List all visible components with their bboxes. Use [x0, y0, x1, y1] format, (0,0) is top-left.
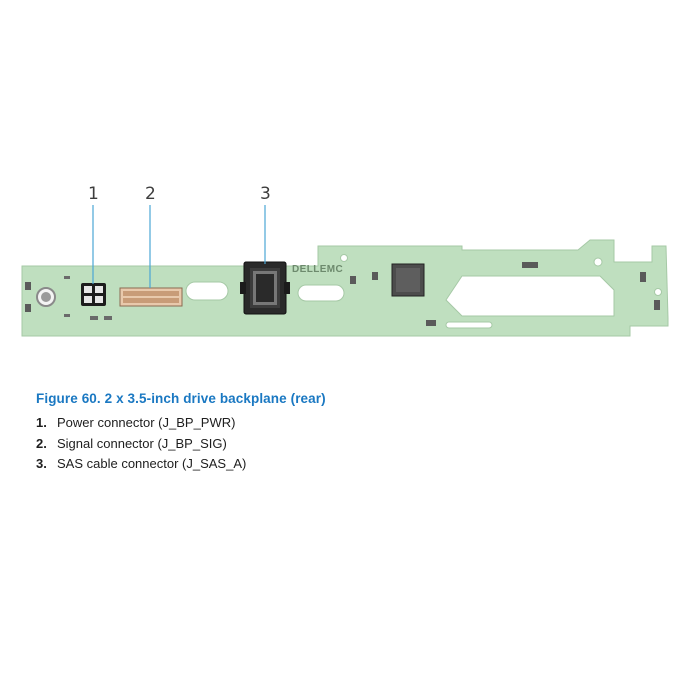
small-component [104, 316, 112, 320]
legend-item: 2. Signal connector (J_BP_SIG) [36, 436, 246, 457]
legend-text: Signal connector (J_BP_SIG) [57, 435, 227, 451]
small-component [64, 276, 70, 279]
small-component [350, 276, 356, 284]
legend-number: 1. [36, 415, 47, 430]
dell-emc-logo: DELLEMC [292, 264, 343, 275]
small-component [25, 304, 31, 312]
figure-caption: Figure 60. 2 x 3.5-inch drive backplane … [36, 391, 326, 406]
small-component [90, 316, 98, 320]
legend-number: 3. [36, 456, 47, 471]
callout-3: 3 [260, 184, 271, 204]
mounting-hole [340, 254, 348, 262]
legend-number: 2. [36, 435, 47, 451]
small-component [64, 314, 70, 317]
board-cutout [445, 321, 493, 329]
backplane-illustration: DELLEMC [21, 205, 669, 337]
small-component [640, 272, 646, 282]
mounting-hole [593, 257, 603, 267]
callout-2: 2 [145, 184, 156, 204]
callout-1: 1 [88, 184, 99, 204]
small-component [654, 300, 660, 310]
small-component [372, 272, 378, 280]
board-cutout [445, 275, 615, 317]
board-cutout [185, 281, 229, 301]
mounting-hole [41, 292, 51, 302]
chip [391, 263, 425, 297]
power-connector [81, 283, 106, 306]
small-component [25, 282, 31, 290]
legend-item: 3. SAS cable connector (J_SAS_A) [36, 456, 246, 477]
small-component [426, 320, 436, 326]
mounting-hole [654, 288, 662, 296]
sas-connector [240, 261, 290, 315]
legend-item: 1. Power connector (J_BP_PWR) [36, 415, 246, 436]
small-component [522, 262, 538, 268]
legend-list: 1. Power connector (J_BP_PWR) 2. Signal … [36, 415, 246, 477]
board-cutout [297, 284, 345, 302]
legend-text: SAS cable connector (J_SAS_A) [57, 456, 247, 471]
backplane-figure: DELLEMC 1 2 3 [21, 184, 669, 337]
signal-connector [119, 287, 183, 307]
legend-text: Power connector (J_BP_PWR) [57, 415, 236, 430]
